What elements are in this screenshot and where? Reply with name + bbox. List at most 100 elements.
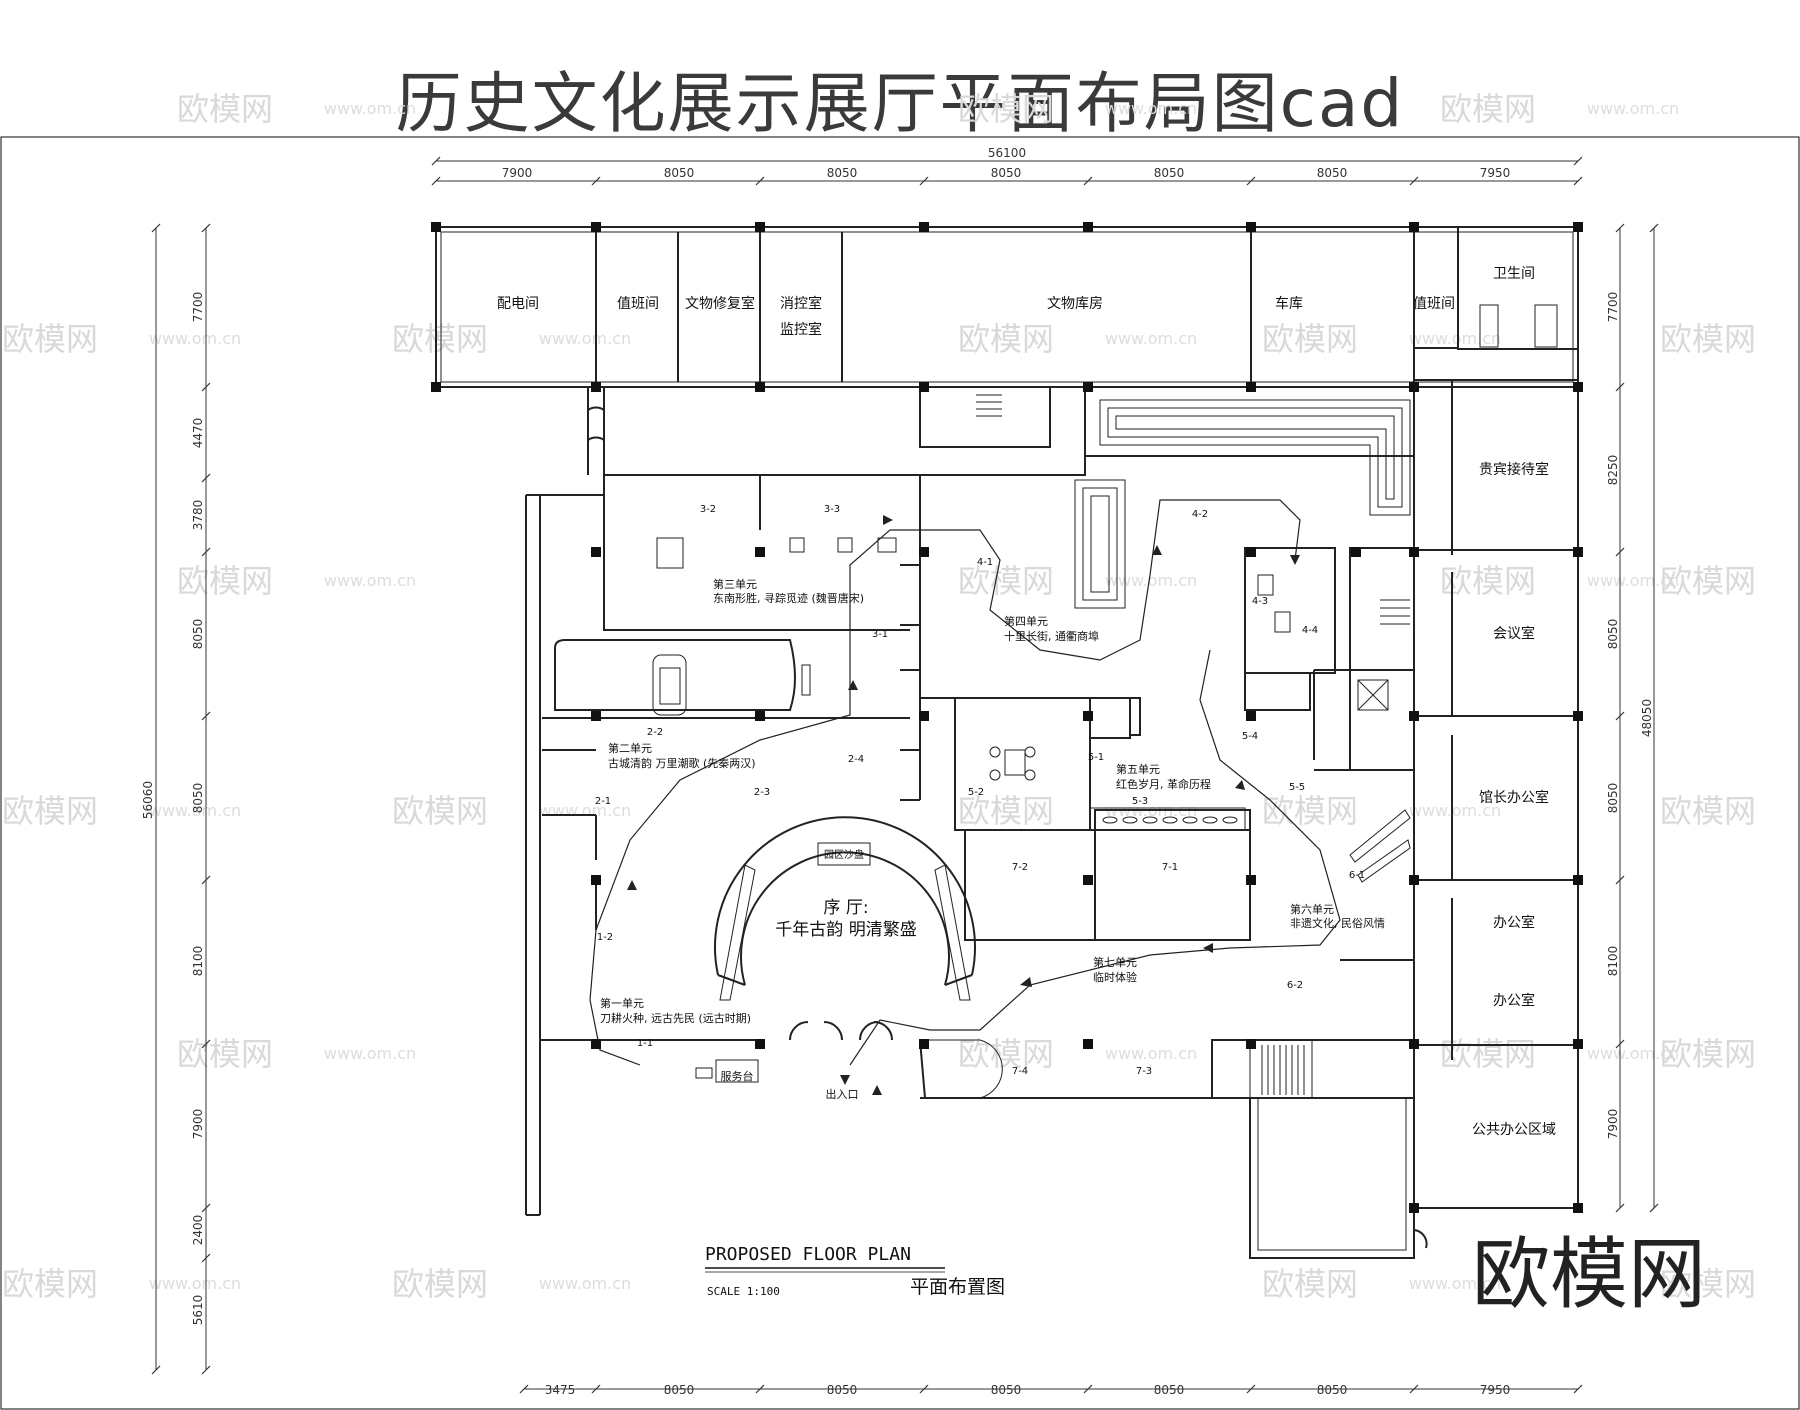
room-director: 馆长办公室 [1479,789,1549,806]
dimension-tick [201,1203,211,1213]
circulation-route [589,499,1341,1066]
column-post [755,1039,765,1049]
drawing-frame [0,136,1800,1410]
room-vip: 贵宾接待室 [1479,461,1549,478]
dimension-tick [1615,711,1625,721]
dimension-tick [201,547,211,557]
zone-3-1: 3-1 [872,629,888,640]
dimension-tick [1409,1384,1419,1394]
foyer-title: 序 厅: 千年古韵 明清繁盛 [775,898,916,940]
watermark-text: 欧模网 [1440,562,1536,600]
room-meeting: 会议室 [1493,625,1535,642]
column-post [591,875,601,885]
dim-bottom-4: 8050 [991,1383,1022,1397]
column-post [1573,222,1583,232]
column-post [591,1039,601,1049]
unit-6-title: 第六单元 [1290,902,1334,916]
dim-left-2: 4470 [191,418,205,449]
room-fire-control: 消控室 [780,295,822,312]
watermark-url: www.om.cn [539,329,631,348]
watermark-url: www.om.cn [1587,571,1679,590]
room-duty-1: 值班间 [617,296,659,312]
caption-title: PROPOSED FLOOR PLAN [705,1244,911,1265]
dimension-tick [755,176,765,186]
watermark-url: www.om.cn [1409,801,1501,820]
column-post [591,711,601,721]
unit-labels: 第一单元 刀耕火种, 远古先民 (远古时期) 第二单元 古城清韵 万里潮歌 (先… [600,577,1385,1025]
dimension-tick [591,1384,601,1394]
column-post [919,711,929,721]
column-post [1083,875,1093,885]
dimension-tick [519,1384,529,1394]
dim-bottom-2: 8050 [664,1383,695,1397]
dimension-tick [201,382,211,392]
unit-4-title: 第四单元 [1004,614,1048,628]
column-post [431,222,441,232]
dim-bottom-3: 8050 [827,1383,858,1397]
column-post [755,547,765,557]
room-duty-2: 值班间 [1413,296,1455,312]
room-public-office: 公共办公区域 [1472,1122,1556,1138]
room-restoration: 文物修复室 [685,295,755,312]
zone-1-1: 1-1 [637,1038,653,1049]
room-sandtable: 园区沙盘 [824,848,864,861]
dimension-tick [431,156,441,166]
watermark-url: www.om.cn [324,571,416,590]
dim-right-5: 8100 [1606,946,1620,977]
column-post [1351,547,1361,557]
dimension-tick [1615,223,1625,233]
watermark-text: 欧模网 [1262,1265,1358,1303]
zone-2-1: 2-1 [595,796,611,807]
column-post [1246,875,1256,885]
unit-6-subtitle: 非遗文化, 民俗风情 [1290,916,1385,930]
watermark-url: www.om.cn [539,801,631,820]
dim-left-8: 2400 [191,1215,205,1246]
column-post [431,382,441,392]
room-office-2: 办公室 [1493,992,1535,1009]
dimension-tick [1615,547,1625,557]
dimension-tick [201,875,211,885]
walls [435,226,1579,1259]
foyer-line-2: 千年古韵 明清繁盛 [775,920,916,940]
stairs [976,394,1410,1095]
column-post [1246,711,1256,721]
watermark-url: www.om.cn [1587,1044,1679,1063]
foyer-line-1: 序 厅: [823,898,868,918]
dim-bottom-7: 7950 [1480,1383,1511,1397]
dim-bottom-1: 3475 [545,1383,576,1397]
watermark-text: 欧模网 [1440,1035,1536,1073]
column-post [919,382,929,392]
zone-7-1: 7-1 [1162,862,1178,873]
watermark-text: 欧模网 [2,792,98,830]
zone-5-4: 5-4 [1242,731,1258,742]
dim-left-9: 5610 [191,1295,205,1326]
watermark-text: 欧模网 [177,562,273,600]
zone-7-2: 7-2 [1012,862,1028,873]
zone-5-3: 5-3 [1132,796,1148,807]
dimension-ticks [151,156,1659,1394]
dimension-tick [1649,1203,1659,1213]
watermark-url: www.om.cn [1409,1274,1501,1293]
column-post [1083,382,1093,392]
dim-total-height: 56060 [141,781,155,819]
watermark-url: www.om.cn [1105,571,1197,590]
column-post [591,547,601,557]
watermark-text: 欧模网 [1660,1265,1756,1303]
column-post [1409,1203,1419,1213]
zone-6-1: 6-1 [1349,870,1365,881]
zone-codes: 1-1 1-2 2-1 2-2 2-3 2-4 3-1 3-2 3-3 4-1 … [595,504,1365,1077]
column-post [1083,222,1093,232]
dim-left-5: 8050 [191,783,205,814]
watermark-url: www.om.cn [1105,329,1197,348]
zone-5-1: 5-1 [1088,752,1104,763]
column-post [1573,1039,1583,1049]
dim-right-1: 7700 [1606,292,1620,323]
dim-top-5: 8050 [1154,166,1185,180]
dim-right-total: 48050 [1640,699,1654,737]
zone-2-3: 2-3 [754,787,770,798]
watermark-text: 欧模网 [392,320,488,358]
watermark-layer: 欧模网 www.om.cn 欧模网 www.om.cn 欧模网 www.om.cn 欧模网 w… [2,90,1756,1303]
zone-3-3: 3-3 [824,504,840,515]
column-post [1409,222,1419,232]
